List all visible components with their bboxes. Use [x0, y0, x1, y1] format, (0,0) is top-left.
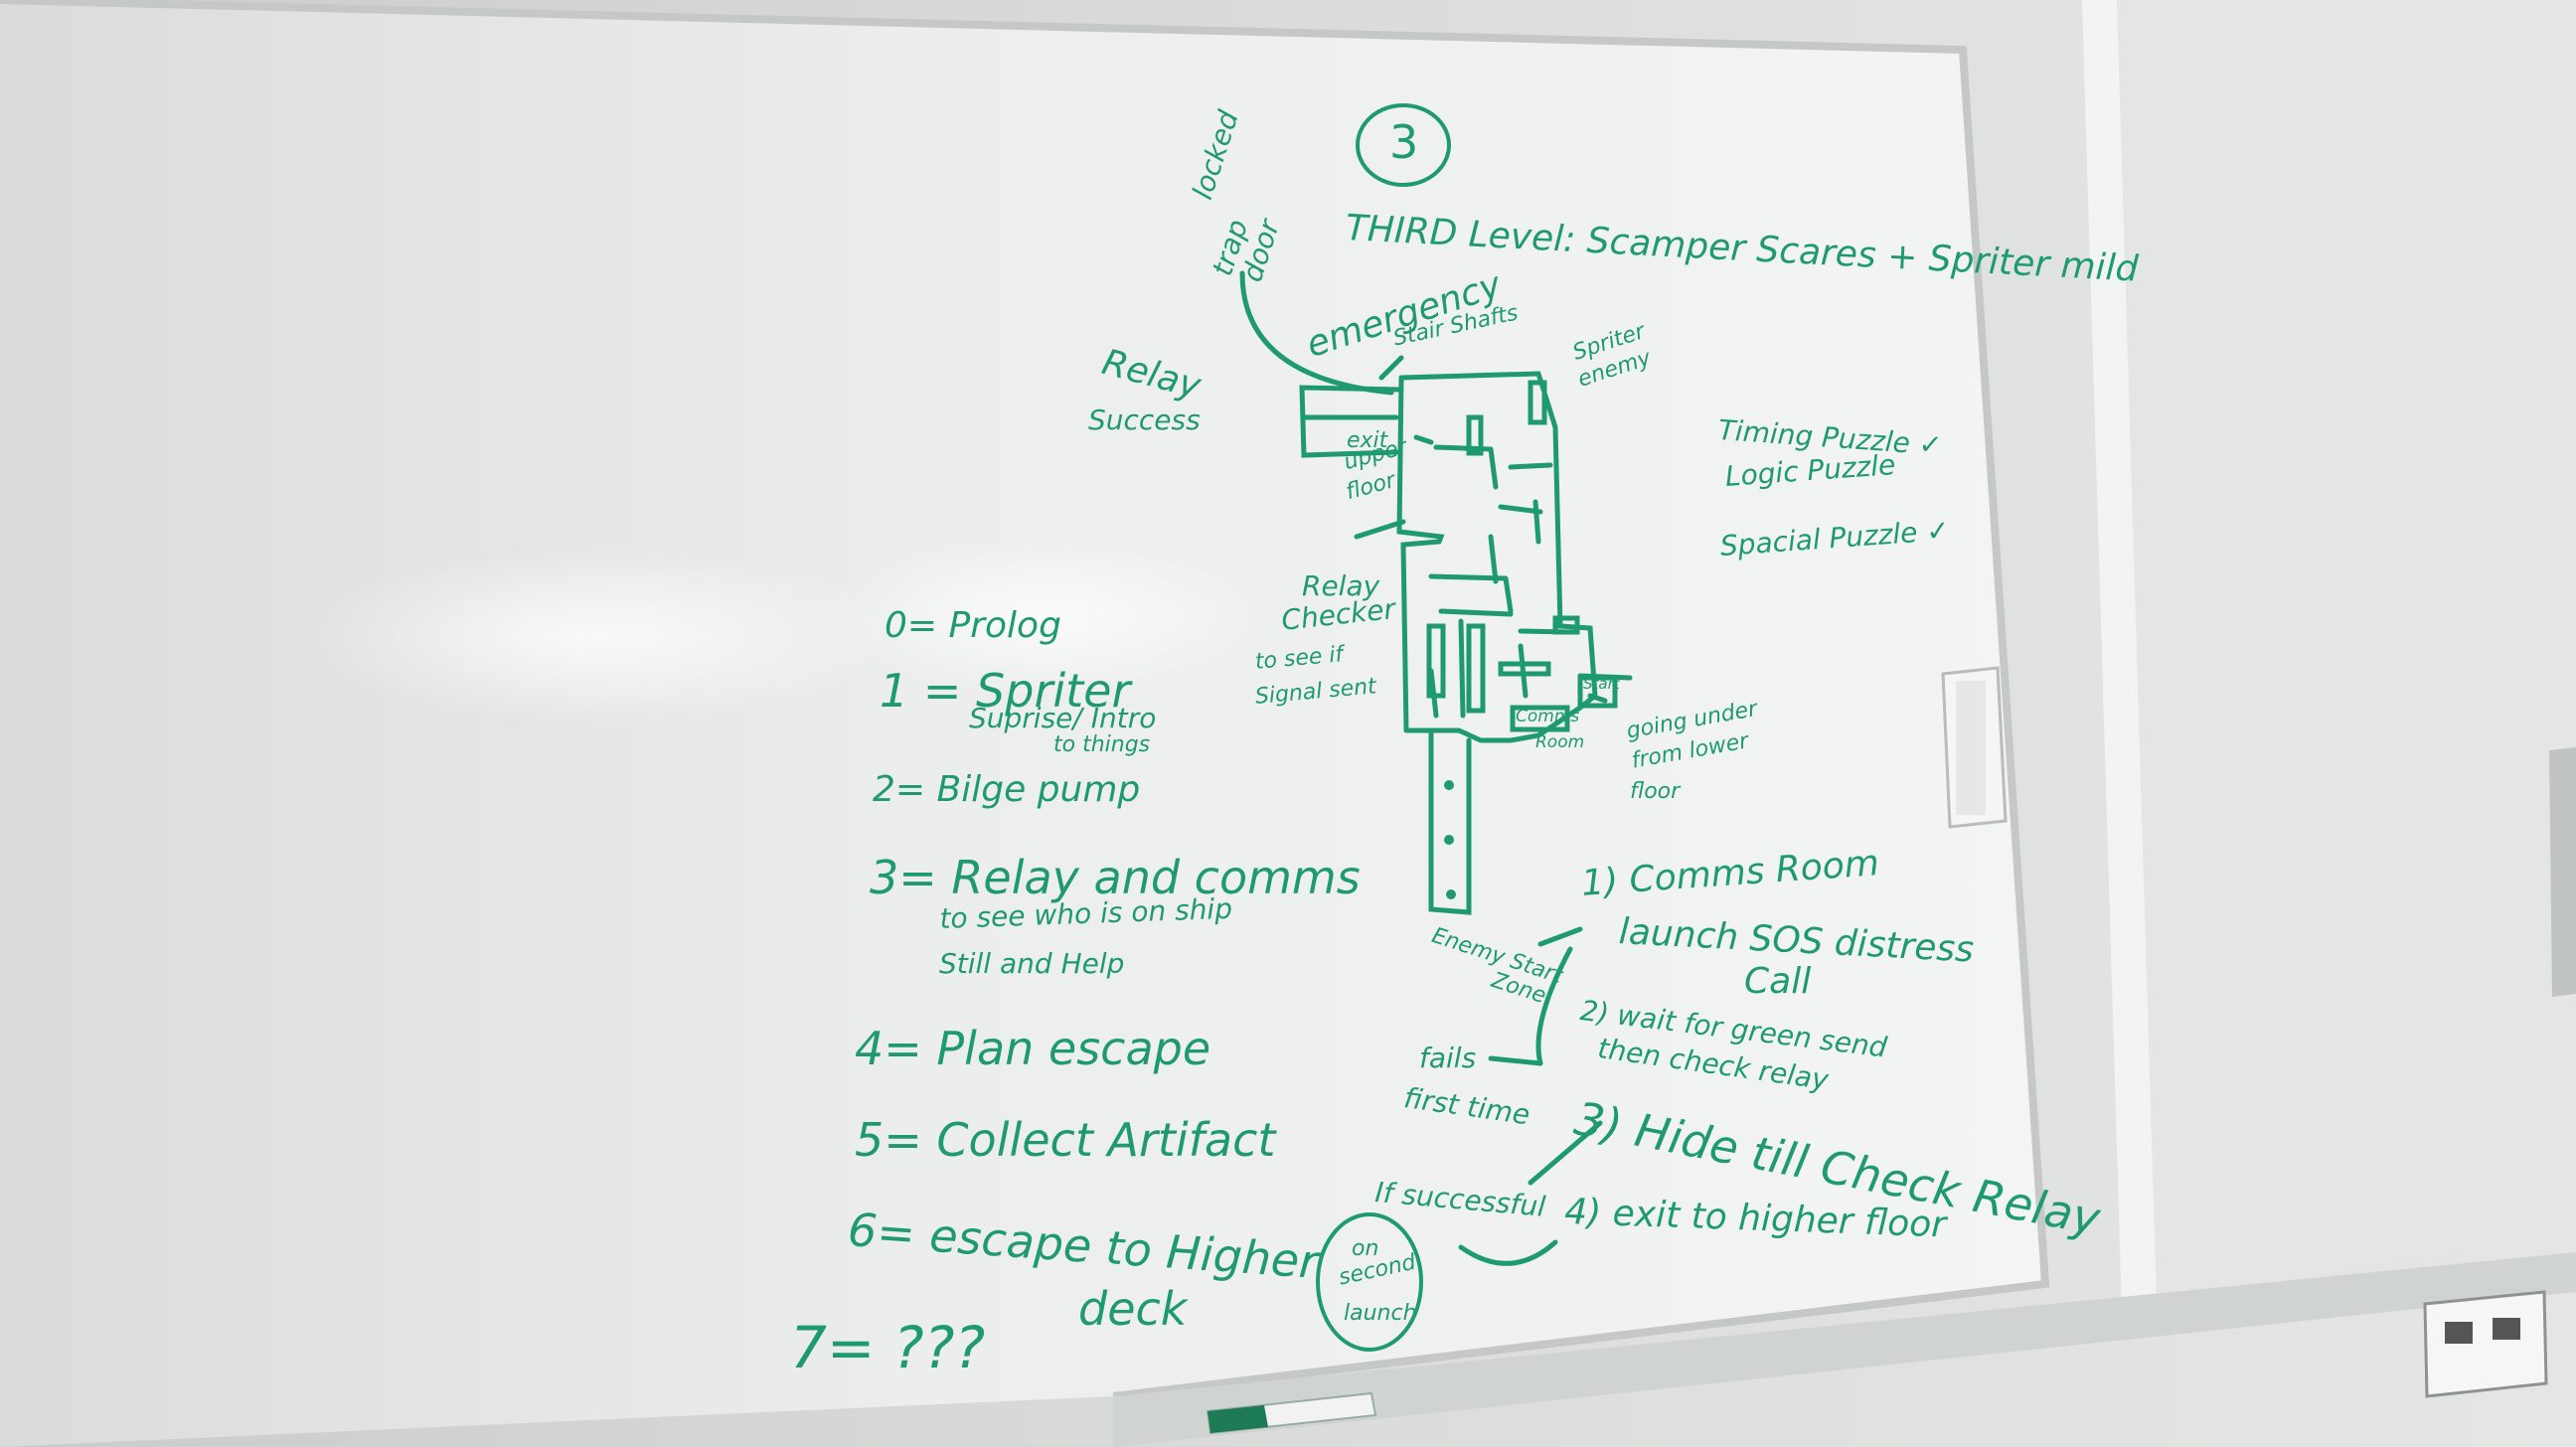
glare [298, 547, 894, 725]
wall-pillar [2082, 0, 2157, 1310]
pen-tray [1113, 1252, 2576, 1447]
list-item: 4= Plan escape [855, 1022, 1211, 1075]
fails-label: fails [1419, 1042, 1477, 1074]
list-item: Still and Help [939, 947, 1125, 980]
relay-success-label: Success [1088, 403, 1201, 436]
marker-pen [1206, 1391, 1377, 1435]
list-item: to things [1053, 732, 1151, 757]
list-item: 7= ??? [790, 1314, 986, 1381]
start-label: Start [1583, 675, 1620, 693]
step-item: Call [1744, 961, 1812, 1002]
list-item: 1 = Spriter [880, 664, 1131, 718]
exit-upper-floor-label: exit [1347, 428, 1388, 453]
whiteboard-eraser [1941, 666, 2008, 829]
list-item: 3= Relay and comms [870, 851, 1361, 904]
list-item: 2= Bilge pump [873, 769, 1141, 810]
relay-checker-label: Relay [1302, 569, 1380, 602]
whiteboard-frame [0, 0, 2050, 1400]
floor-plan [1239, 270, 1633, 1266]
second-launch-label: launch [1344, 1301, 1417, 1326]
second-launch-label: on [1352, 1236, 1379, 1261]
list-item: 5= Collect Artifact [855, 1113, 1276, 1167]
list-item: Suprise/ Intro [969, 702, 1157, 734]
wall-socket [2423, 1290, 2548, 1398]
level-number: 3 [1389, 115, 1419, 169]
level-circle [1356, 103, 1451, 187]
list-item: 0= Prolog [885, 605, 1061, 646]
second-launch-circle [1316, 1212, 1423, 1352]
side-wall [2117, 0, 2576, 1302]
list-item: deck [1078, 1282, 1188, 1336]
going-under-label: floor [1630, 779, 1681, 804]
comms-room-label: Comms [1516, 707, 1580, 726]
whiteboard-surface [0, 0, 2045, 1447]
comms-room-label: Room [1535, 732, 1585, 752]
